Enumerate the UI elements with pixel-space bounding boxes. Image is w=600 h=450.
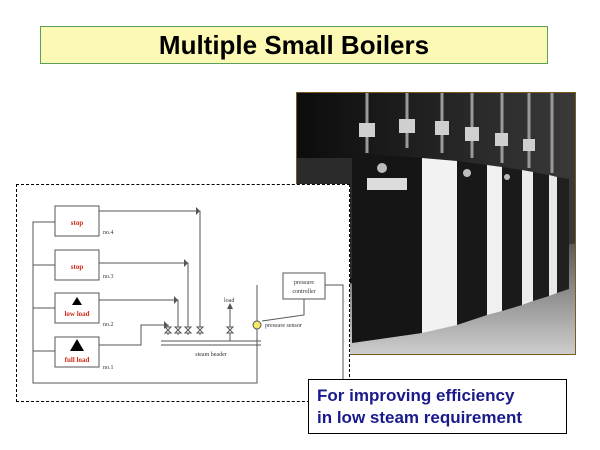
low-load-triangle-icon xyxy=(72,297,82,305)
pressure-sensor-label: pressure sensor xyxy=(265,323,302,329)
slide-title: Multiple Small Boilers xyxy=(158,29,430,60)
full-load-triangle-icon xyxy=(70,339,84,351)
boiler-3-state: stop xyxy=(71,263,84,271)
boiler-1-unit: no.1 xyxy=(103,365,114,371)
steam-header-label: steam header xyxy=(195,352,226,358)
load-label: load xyxy=(224,298,234,304)
boiler-4-state: stop xyxy=(71,219,84,227)
diagram-svg: stop stop low load full load no.4 no.3 n… xyxy=(32,205,344,400)
boiler-2-state: low load xyxy=(64,310,89,318)
controller-label-1: pressure xyxy=(294,280,314,286)
callout-line-1: For improving efficiency xyxy=(317,386,515,405)
slide-title-box: Multiple Small Boilers xyxy=(40,26,548,64)
pressure-sensor-icon xyxy=(252,320,262,330)
boiler-2-unit: no.2 xyxy=(103,322,114,328)
controller-label-2: controller xyxy=(292,289,315,295)
callout-line-2: in low steam requirement xyxy=(317,408,522,427)
callout-box: For improving efficiency in low steam re… xyxy=(308,379,567,434)
boiler-3-unit: no.3 xyxy=(103,274,114,280)
boiler-1-state: full load xyxy=(65,356,90,364)
boiler-control-diagram: stop stop low load full load no.4 no.3 n… xyxy=(16,184,350,402)
boiler-4-unit: no.4 xyxy=(103,230,114,236)
